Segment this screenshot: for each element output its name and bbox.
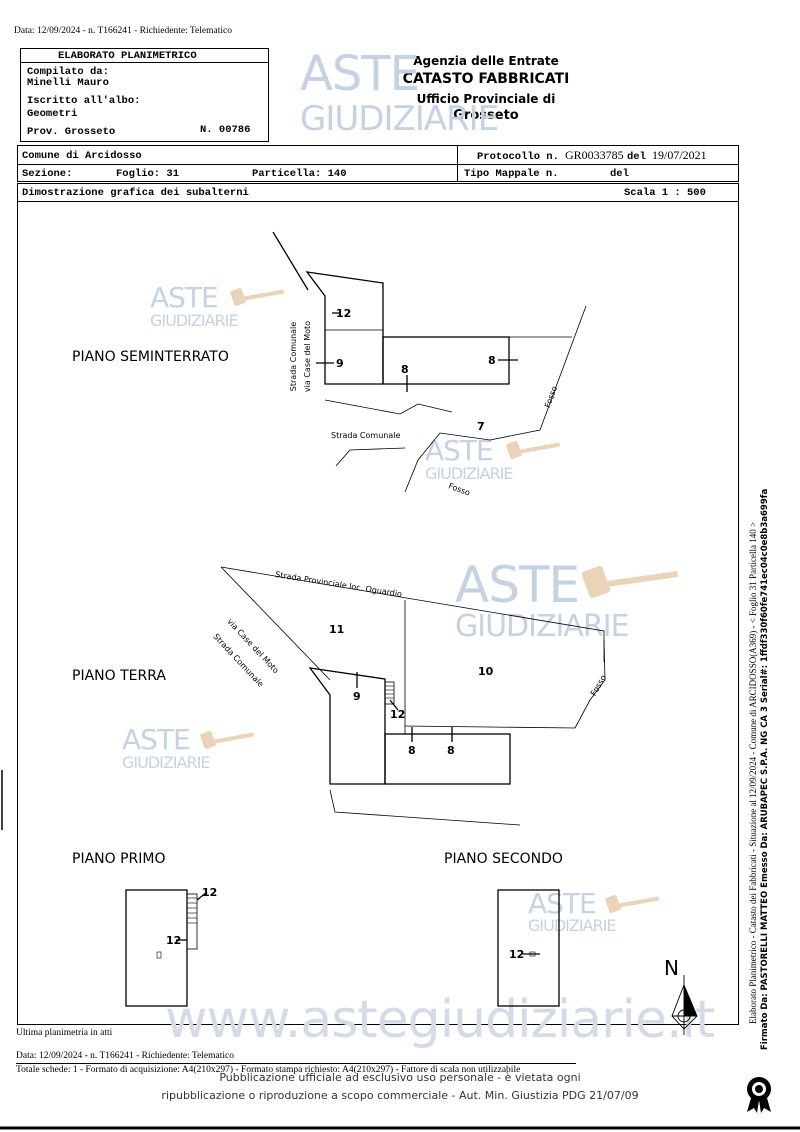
footer-notice-2: ripubblicazione o riproduzione a scopo c…: [161, 1089, 639, 1102]
province-label: Prov. Grosseto: [27, 126, 116, 138]
seal-icon: [747, 1077, 771, 1113]
watermark-aste-2: ASTE: [425, 434, 494, 467]
watermark-aste-header: ASTE: [300, 46, 420, 102]
floor-label-secondo: PIANO SECONDO: [444, 851, 563, 867]
foglio-field: Foglio: 31: [116, 168, 180, 180]
info-vertical-divider: [457, 145, 458, 182]
sub-12-secondo: 12: [509, 948, 525, 961]
protocollo-label: Protocollo n.: [477, 151, 559, 163]
compilato-label: Compilato da:: [27, 66, 109, 78]
building-primo: [125, 889, 188, 1007]
tipo-mappale-field: Tipo Mappale n.: [464, 168, 559, 180]
watermark-aste-4: ASTE: [122, 723, 191, 756]
watermark-giudiziarie-4: GIUDIZIARIE: [122, 753, 210, 772]
footer-divider: [16, 1063, 576, 1064]
road-label-strada-comunale-vertical: Strada Comunale: [289, 321, 299, 392]
watermark-giudiziarie-3: GIUDIZIARIE: [455, 609, 630, 644]
building-sem-main: [305, 271, 384, 385]
elaborato-title: ELABORATO PLANIMETRICO: [58, 50, 197, 62]
footer-ultima: Ultima planimetria in atti: [16, 1028, 113, 1038]
compilato-name: Minelli Mauro: [27, 77, 109, 89]
comune-field: Comune di Arcidosso: [22, 150, 142, 162]
scale-label: Scala 1 : 500: [624, 187, 706, 199]
info-divider: [17, 164, 739, 165]
protocollo-value: GR0033785: [565, 148, 624, 162]
top-request-line: Data: 12/09/2024 - n. T166241 - Richiede…: [14, 26, 232, 36]
watermark-aste-3: ASTE: [455, 556, 580, 614]
sub-12-primo-b: 12: [166, 934, 182, 947]
floor-label-terra: PIANO TERRA: [72, 668, 166, 684]
sub-7-sem: 7: [477, 420, 485, 433]
boundary-line: [272, 231, 309, 291]
title-divider: [20, 62, 269, 63]
watermark-giudiziarie-1: GIUDIZIARIE: [150, 311, 238, 330]
floor-label-primo: PIANO PRIMO: [72, 851, 166, 867]
sub-8-terra-a: 8: [408, 744, 416, 757]
agency-line1: Agenzia delle Entrate: [413, 54, 559, 68]
sub-8-terra-b: 8: [447, 744, 455, 757]
footer-data-line: Data: 12/09/2024 - n. T166241 - Richiede…: [16, 1051, 234, 1061]
info-box: [17, 145, 739, 182]
sub-12-primo-a: 12: [202, 886, 218, 899]
agency-line4: Grosseto: [453, 108, 519, 123]
sub-12-terra: 12: [390, 708, 406, 721]
particella-field: Particella: 140: [252, 168, 347, 180]
agency-line2: CATASTO FABBRICATI: [402, 71, 570, 87]
watermark-aste-5: ASTE: [528, 887, 597, 920]
side-text-firma: Firmato Da: PASTORELLI MATTEO Emesso Da:…: [760, 488, 770, 1050]
sub-12-sem: 12: [336, 307, 352, 320]
building-terra-main: [308, 667, 386, 785]
protocollo-del: del: [627, 151, 646, 163]
watermark-giudiziarie-5: GIUDIZIARIE: [528, 916, 616, 935]
side-text-catasto: Elaborato Planimetrico - Catasto dei Fab…: [748, 521, 758, 1024]
sub-8-sem-b: 8: [488, 354, 496, 367]
watermark-aste-1: ASTE: [150, 281, 219, 314]
iscritto-label: Iscritto all'albo:: [27, 95, 141, 107]
drawing-frame: [17, 183, 739, 1025]
tipo-mappale-del: del: [610, 168, 629, 180]
road-label-strada-comunale: Strada Comunale: [331, 431, 401, 440]
compiler-box: [20, 48, 269, 142]
footer-notice-1: Pubblicazione ufficiale ad esclusivo uso…: [219, 1071, 581, 1084]
watermark-giudiziarie-2: GIUDIZIARIE: [425, 464, 513, 483]
sub-9-terra: 9: [353, 690, 361, 703]
sub-10-terra: 10: [478, 665, 494, 678]
sezione-field: Sezione:: [22, 168, 73, 180]
sub-9-sem: 9: [336, 357, 344, 370]
footer-totale-line: Totale schede: 1 - Formato di acquisizio…: [16, 1065, 521, 1075]
road-label-via-case-moto-vertical: via Case del Moto: [303, 320, 313, 393]
register-number: N. 00786: [200, 124, 251, 136]
iscritto-value: Geometri: [27, 108, 78, 120]
floor-label-seminterrato: PIANO SEMINTERRATO: [72, 349, 229, 365]
dimostrazione-label: Dimostrazione grafica dei subalterni: [22, 187, 249, 199]
sub-11-terra: 11: [329, 623, 345, 636]
agency-line3: Ufficio Provinciale di: [416, 92, 556, 106]
sub-8-sem-a: 8: [401, 363, 409, 376]
building-secondo: [497, 889, 560, 1007]
watermark-site: www.astegiudiziarie.it: [165, 990, 715, 1050]
north-label: N: [664, 956, 679, 980]
building-terra-wing: [384, 733, 511, 785]
watermark-giudiziarie-header: GIUDIZIARIE: [300, 99, 499, 139]
drawing-header-divider: [17, 201, 739, 202]
protocollo-date: 19/07/2021: [652, 148, 707, 162]
